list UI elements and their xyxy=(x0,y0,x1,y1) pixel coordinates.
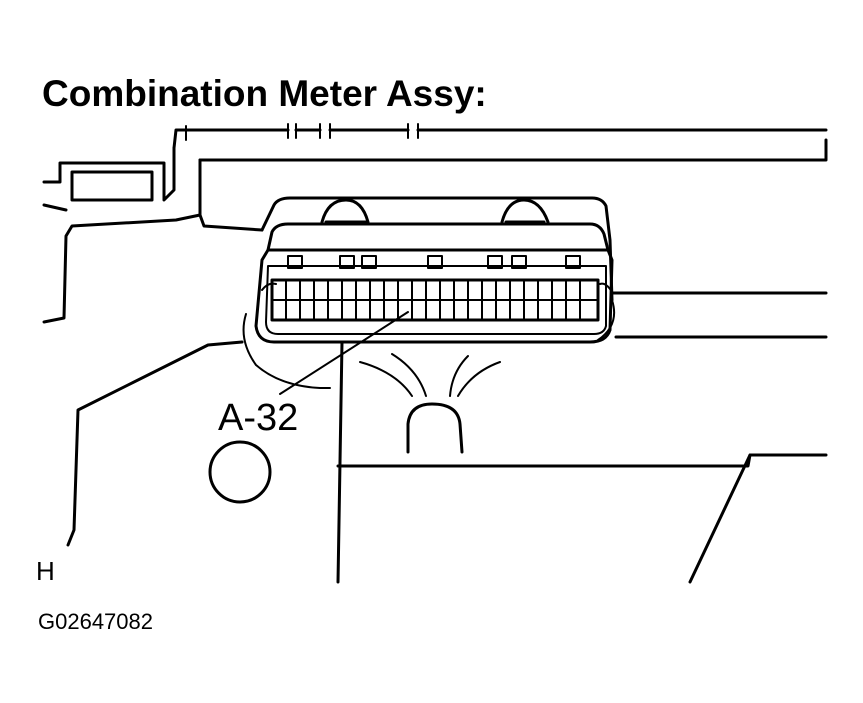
meter-housing xyxy=(42,123,828,584)
mounting-boss xyxy=(208,440,272,504)
connector-label: A-32 xyxy=(218,397,298,439)
diagram-title: Combination Meter Assy: xyxy=(42,73,487,114)
figure-code: G02647082 xyxy=(38,609,153,634)
leader-line xyxy=(279,311,409,395)
wire-harness xyxy=(359,353,501,454)
connector-a32 xyxy=(242,196,616,389)
corner-label: H xyxy=(36,556,55,586)
